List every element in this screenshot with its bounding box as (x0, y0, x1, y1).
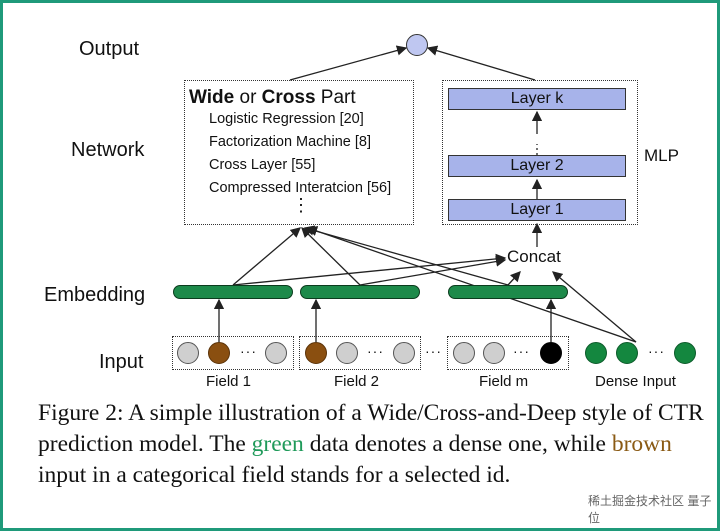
output-node (406, 34, 428, 56)
field-1-node (177, 342, 199, 364)
embedding-field-1 (173, 285, 293, 299)
wide-part-title-or: or (234, 87, 262, 108)
field-2-label: Field 2 (334, 373, 380, 390)
field-m-ellipsis: ··· (513, 343, 530, 359)
dense-input-node (674, 342, 696, 364)
figure-caption: Figure 2: A simple illustration of a Wid… (38, 398, 704, 491)
field-1-selected-node (208, 342, 230, 364)
mlp-label: MLP (644, 146, 679, 165)
wide-part-title-part: Part (315, 87, 356, 108)
wide-item-cross-layer: Cross Layer [55] (209, 157, 316, 173)
wide-or-cross-part-box: Wide or Cross Part Logistic Regression [… (184, 80, 414, 225)
wide-item-cin: Compressed Interatcion [56] (209, 180, 392, 196)
field-m-selected-node (540, 342, 562, 364)
embedding-field-2 (300, 285, 420, 299)
caption-part-3: input in a categorical field stands for … (38, 462, 511, 488)
field-2-ellipsis: ··· (367, 343, 384, 359)
wide-part-title: Wide or Cross Part (189, 87, 356, 109)
field-m-label: Field m (479, 373, 529, 390)
dense-input-label: Dense Input (595, 373, 676, 390)
field-2-selected-node (305, 342, 327, 364)
field-1-ellipsis: ··· (240, 343, 257, 359)
wide-item-fm: Factorization Machine [8] (209, 134, 371, 150)
wide-part-title-cross: Cross (261, 87, 316, 108)
field-2-node (336, 342, 358, 364)
mlp-layer-k: Layer k (448, 88, 626, 110)
mlp-box (442, 80, 638, 225)
row-label-output: Output (79, 38, 140, 60)
wide-item-lr: Logistic Regression [20] (209, 111, 364, 127)
embedding-field-m (448, 285, 568, 299)
wide-part-title-wide: Wide (189, 87, 235, 108)
caption-green-word: green (251, 431, 304, 457)
caption-brown-word: brown (611, 431, 672, 457)
field-m-node (453, 342, 475, 364)
row-label-embedding: Embedding (44, 284, 146, 306)
dense-input-node (616, 342, 638, 364)
field-1-label: Field 1 (206, 373, 252, 390)
caption-part-1: Figure 2: A simple illustration of a Wid… (38, 400, 704, 457)
caption-part-2: data denotes a dense one, while (303, 431, 612, 457)
watermark: 稀土掘金技术社区 量子位 (588, 494, 712, 525)
concat-label: Concat (507, 247, 561, 266)
dense-input-ellipsis: ··· (648, 343, 665, 359)
field-1-node (265, 342, 287, 364)
dense-input-node (585, 342, 607, 364)
field-2-box (299, 336, 421, 370)
row-label-network: Network (71, 139, 145, 161)
field-m-node (483, 342, 505, 364)
field-2-node (393, 342, 415, 364)
field-1-box (172, 336, 294, 370)
fields-ellipsis: ··· (425, 343, 442, 359)
row-label-input: Input (99, 351, 144, 373)
field-m-box (447, 336, 569, 370)
wide-item-more: ⋮ (292, 195, 310, 215)
mlp-layer-1: Layer 1 (448, 199, 626, 221)
mlp-layer-2: Layer 2 (448, 155, 626, 177)
